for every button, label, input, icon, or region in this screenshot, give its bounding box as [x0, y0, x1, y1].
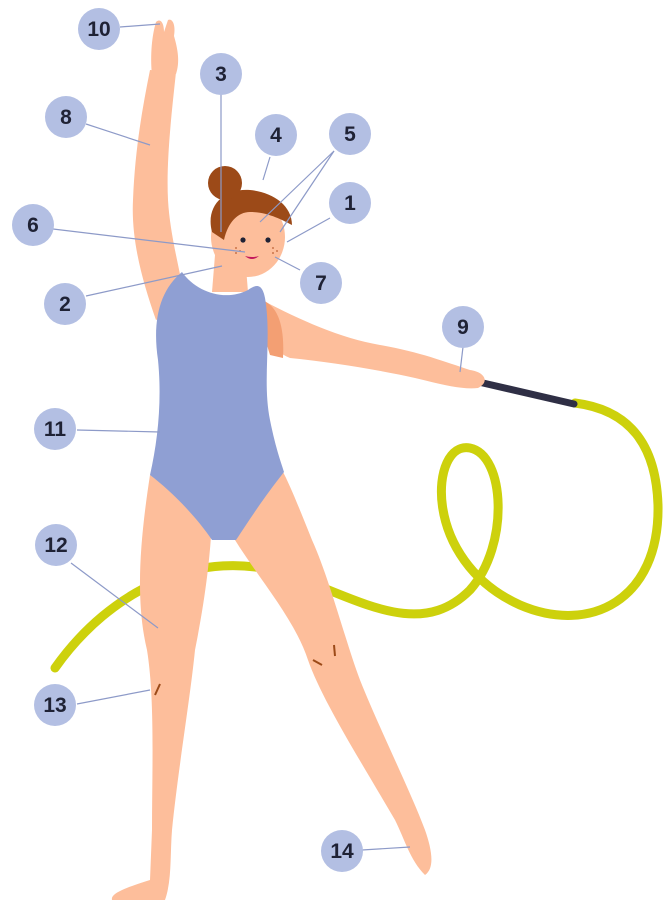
badge-label: 11 — [44, 418, 67, 441]
left-eye-icon — [240, 237, 245, 242]
badge-label: 12 — [44, 534, 67, 557]
right-eye-icon — [265, 237, 270, 242]
badge-4: 4 — [255, 114, 297, 156]
badge-label: 14 — [330, 840, 354, 863]
badge-13: 13 — [34, 684, 76, 726]
badge-label: 8 — [60, 106, 72, 129]
badge-11: 11 — [34, 408, 76, 450]
badge-8: 8 — [45, 96, 87, 138]
raised-hand — [151, 20, 178, 75]
hair-bun — [208, 166, 242, 200]
badge-1: 1 — [329, 182, 371, 224]
badge-10: 10 — [78, 8, 120, 50]
badge-14: 14 — [321, 830, 363, 872]
ribbon-stick — [470, 380, 574, 404]
right-leg — [235, 470, 431, 875]
badge-label: 2 — [59, 293, 71, 316]
badge-label: 13 — [43, 694, 66, 717]
badge-3: 3 — [200, 53, 242, 95]
badge-9: 9 — [442, 306, 484, 348]
badge-label: 6 — [27, 214, 39, 237]
knee-accent-right-2 — [334, 645, 335, 656]
left-leg — [112, 475, 212, 900]
badge-6: 6 — [12, 204, 54, 246]
badge-label: 10 — [87, 18, 110, 41]
badge-label: 1 — [344, 192, 356, 215]
badge-label: 4 — [270, 124, 282, 147]
badge-label: 5 — [344, 123, 356, 146]
badge-12: 12 — [35, 524, 77, 566]
badge-2: 2 — [44, 283, 86, 325]
badge-5: 5 — [329, 113, 371, 155]
badge-label: 9 — [457, 316, 469, 339]
badge-7: 7 — [300, 262, 342, 304]
badge-label: 7 — [315, 272, 327, 295]
badge-label: 3 — [215, 63, 227, 86]
